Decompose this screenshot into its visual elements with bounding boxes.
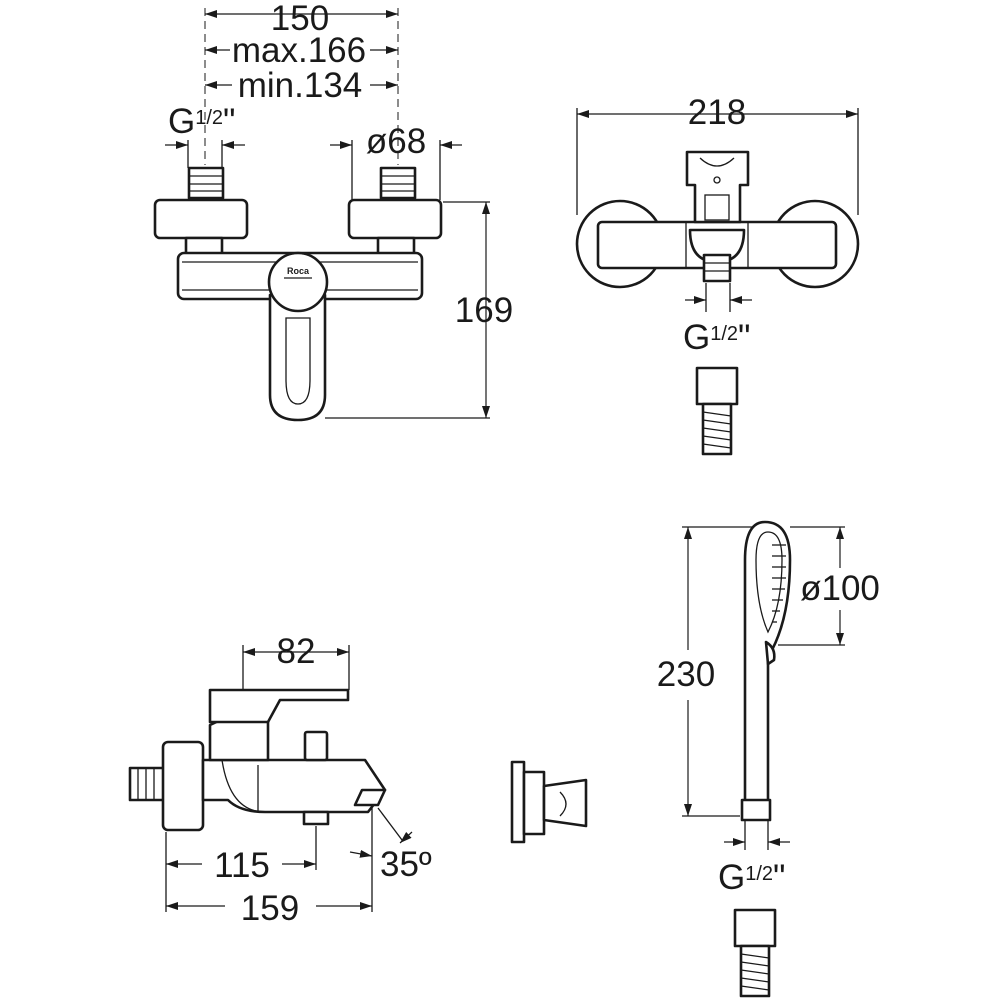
side-diverter-knob bbox=[303, 730, 329, 762]
depth-159-label: 159 bbox=[241, 889, 299, 928]
top-outlet-nut bbox=[702, 253, 732, 283]
head-100-label: ø100 bbox=[800, 569, 880, 608]
angle-35-dimension bbox=[399, 831, 413, 844]
lever-82-label: 82 bbox=[277, 632, 316, 671]
front-lever bbox=[268, 293, 327, 422]
hand-shower: 230 ø100 G1/2" bbox=[657, 520, 880, 998]
spout-115-label: 115 bbox=[214, 846, 270, 885]
width-218-label: 218 bbox=[688, 93, 746, 132]
side-cartridge-housing bbox=[208, 716, 270, 762]
height-169-label: 169 bbox=[455, 291, 513, 330]
width-150-label: 150 bbox=[271, 0, 329, 38]
left-escutcheon bbox=[153, 198, 249, 240]
shower-thread-label: G1/2" bbox=[718, 858, 785, 897]
spray-nozzles bbox=[772, 544, 786, 623]
side-escutcheon bbox=[161, 740, 205, 832]
max-166-label: max.166 bbox=[232, 31, 366, 70]
left-connector bbox=[184, 236, 224, 256]
wall-bracket-plate bbox=[510, 760, 526, 844]
escutcheon-68-label: ø68 bbox=[366, 122, 426, 161]
side-lever bbox=[208, 688, 350, 724]
spray-selector bbox=[764, 640, 776, 666]
wall-bracket-arm bbox=[522, 770, 546, 836]
min-134-label: min.134 bbox=[238, 66, 363, 105]
hand-shower-connector bbox=[740, 798, 772, 822]
side-hose-outlet bbox=[302, 810, 330, 826]
angle-35-label: 35º bbox=[380, 845, 432, 884]
shower-hose-end bbox=[733, 908, 777, 998]
right-escutcheon bbox=[347, 198, 443, 240]
top-hose-end bbox=[695, 366, 739, 456]
left-inlet-nipple bbox=[187, 166, 225, 200]
right-inlet-nipple bbox=[379, 166, 417, 200]
wall-bracket-holder bbox=[542, 778, 588, 828]
brand-logo: Roca bbox=[287, 266, 310, 276]
top-thread-label: G1/2" bbox=[683, 318, 750, 357]
hand-shower-head-face bbox=[755, 531, 783, 634]
top-diverter-handle bbox=[685, 150, 750, 224]
wall-bracket bbox=[510, 760, 588, 844]
top-view: 218 G1/2" bbox=[575, 93, 860, 456]
side-inlet-nipple bbox=[128, 766, 166, 802]
cartridge-cap bbox=[267, 251, 329, 313]
side-spout-outlet bbox=[353, 788, 387, 807]
length-230-label: 230 bbox=[657, 655, 715, 694]
front-view: 150 max.166 min.134 G1/2" ø68 169 bbox=[153, 0, 513, 422]
right-connector bbox=[376, 236, 416, 256]
front-thread-label: G1/2" bbox=[168, 102, 235, 141]
side-view: 82 115 159 bbox=[128, 632, 432, 928]
